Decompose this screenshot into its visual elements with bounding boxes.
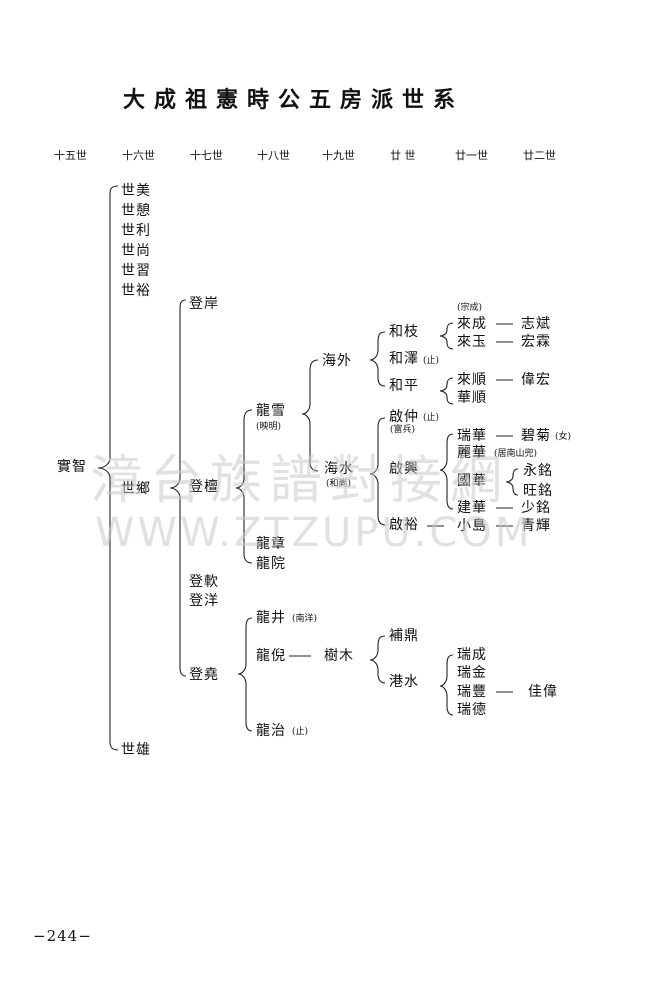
watermark-cn: 漳台族譜對接網 (90, 451, 511, 511)
person-yongming: 永銘 (523, 463, 553, 479)
generation-header-18: 十八世 (257, 149, 290, 162)
person-dengan: 登岸 (189, 296, 219, 312)
note-haishui: (和尚) (326, 479, 352, 489)
person-dengtan: 登檀 (189, 479, 219, 495)
person-jiawei: 佳偉 (528, 684, 558, 700)
person-qiyu: 啟裕 (389, 517, 419, 533)
note-qizhong-2: (富兵) (390, 425, 416, 435)
generation-header-21: 廿一世 (455, 149, 488, 162)
person-shixiang: 世鄉 (121, 481, 151, 497)
page-number: −244− (33, 927, 92, 945)
note-longjing: (南洋) (292, 614, 318, 624)
person-longzhang: 龍章 (256, 536, 286, 552)
person-hezhi: 和枝 (389, 324, 419, 340)
person-haishui: 海水 (324, 461, 354, 477)
note-heze: (止) (423, 356, 440, 366)
person-heping: 和平 (389, 378, 419, 394)
person-jianhua: 建華 (457, 500, 487, 516)
person-wangming: 旺銘 (523, 483, 553, 499)
person-shumu: 樹木 (324, 648, 354, 664)
person-ruifeng: 瑞豐 (457, 684, 487, 700)
note-qizhong: (止) (423, 413, 440, 423)
generation-header-20: 廿 世 (390, 149, 416, 162)
note-biju: (女) (555, 432, 572, 442)
person-shiyu: 世裕 (121, 283, 151, 299)
person-haiwai: 海外 (322, 353, 352, 369)
person-ruicheng: 瑞成 (457, 647, 487, 663)
person-hongmei: 宏霖 (521, 334, 551, 350)
person-huashun: 華順 (457, 390, 487, 406)
generation-header-19: 十九世 (322, 149, 355, 162)
generation-header-16: 十六世 (122, 149, 155, 162)
person-laiyu: 來玉 (457, 334, 487, 350)
note-laicheng: (宗成) (457, 303, 483, 313)
generation-header-22: 廿二世 (523, 149, 556, 162)
person-qinghui: 青輝 (521, 518, 551, 534)
person-laicheng: 來成 (457, 316, 487, 332)
person-buding: 補鼎 (389, 628, 419, 644)
person-shixi: 世習 (121, 263, 151, 279)
person-shixiong: 世雄 (121, 742, 151, 758)
generation-header-15: 十五世 (54, 149, 87, 162)
page-title: 大成祖憲時公五房派世系 (123, 88, 465, 113)
person-guohua: 國華 (457, 473, 487, 489)
person-dengruan: 登軟 (189, 574, 219, 590)
person-xiaodao: 小島 (457, 518, 487, 534)
person-ruijin: 瑞金 (457, 665, 487, 681)
person-ruihua: 瑞華 (457, 428, 487, 444)
person-qixing: 啟興 (389, 461, 419, 477)
person-ruide: 瑞德 (457, 702, 487, 718)
person-qizhong: 啟仲 (389, 409, 419, 425)
person-laishun: 來順 (457, 372, 487, 388)
watermark-en: WWW.ZTZUPU.COM (95, 510, 533, 556)
person-longzhi: 龍治 (256, 723, 286, 739)
person-dengyao: 登堯 (189, 667, 219, 683)
person-longxue: 龍雪 (256, 403, 286, 419)
person-longyuan: 龍院 (256, 556, 286, 572)
person-shaoming: 少銘 (521, 500, 551, 516)
person-shili: 世利 (121, 223, 151, 239)
person-lihua: 麗華 (457, 445, 487, 461)
person-shimei: 世美 (121, 183, 151, 199)
person-gangshui: 港水 (389, 674, 419, 690)
note-lihua: (居南山兜) (494, 449, 538, 459)
generation-header-17: 十七世 (190, 149, 223, 162)
person-zhibin: 志斌 (521, 316, 551, 332)
person-shizhi: 實智 (57, 459, 87, 475)
person-heze: 和澤 (389, 351, 419, 367)
person-shishang: 世尚 (121, 243, 151, 259)
person-shiqi: 世憩 (121, 203, 151, 219)
person-weihong: 偉宏 (521, 372, 551, 388)
person-biju: 碧菊 (521, 428, 551, 444)
note-longxue: (映明) (256, 422, 282, 432)
person-longjing: 龍井 (256, 610, 286, 626)
note-longzhi: (止) (292, 727, 309, 737)
person-dengyang: 登洋 (189, 593, 219, 609)
person-longni: 龍倪 (256, 648, 286, 664)
